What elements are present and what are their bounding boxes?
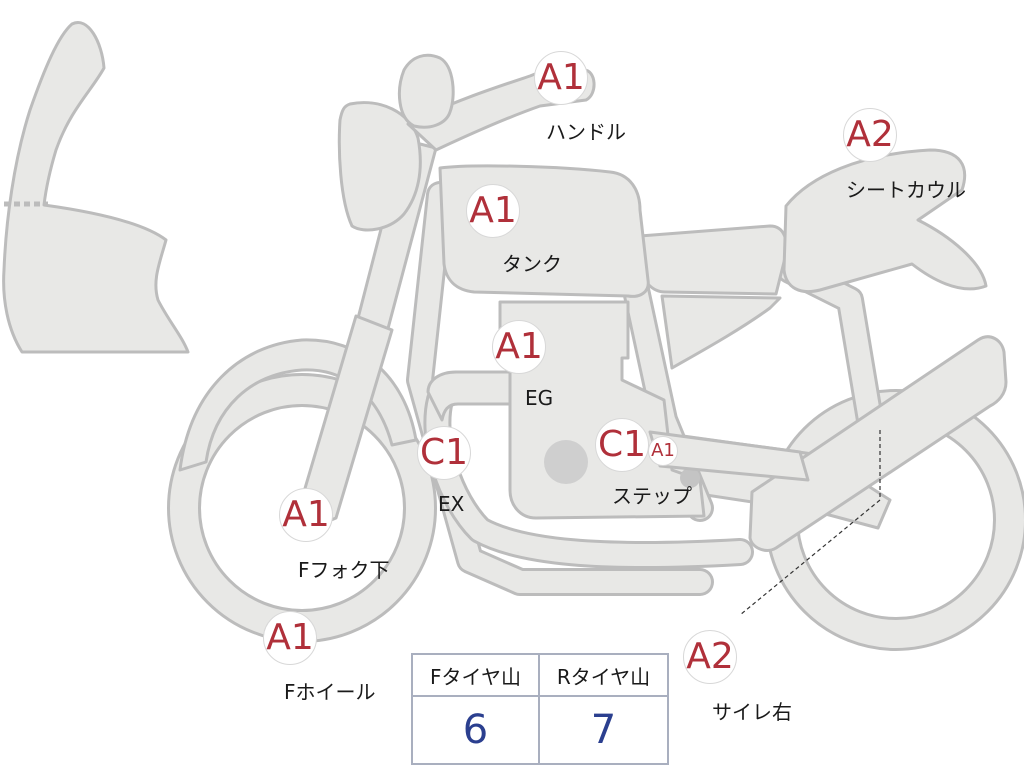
engine-cover: [544, 440, 588, 484]
rear-tread-header: Rタイヤ山: [540, 655, 667, 697]
front-fork-lower-grade-badge: A1: [279, 488, 333, 542]
tank-label: タンク: [502, 252, 562, 276]
exhaust-grade-badge: C1: [417, 426, 471, 480]
silencer-shape: [748, 335, 1008, 552]
silencer-right-grade-badge: A2: [683, 630, 737, 684]
front-tread-header: Fタイヤ山: [413, 655, 540, 697]
step-peg: [680, 468, 700, 488]
exhaust-label: EX: [438, 492, 465, 516]
front-tread-value: 6: [413, 697, 540, 763]
seat-cowl-shape: [782, 148, 988, 294]
tank-grade-badge: A1: [466, 184, 520, 238]
mirror-shape: [397, 53, 455, 129]
engine-label: EG: [525, 386, 554, 410]
front-fork-lower-label: Fフォク下: [298, 558, 390, 582]
seat-shape: [638, 224, 788, 296]
front-wheel-grade-badge: A1: [263, 611, 317, 665]
silencer-leader-line: [739, 430, 881, 616]
step-label: ステップ: [612, 484, 692, 508]
front-cowl-shape: [2, 21, 190, 354]
handle-label: ハンドル: [546, 120, 626, 144]
engine-grade-badge: A1: [492, 320, 546, 374]
seat-cowl-label: シートカウル: [846, 178, 966, 202]
seat-cowl-grade-badge: A2: [843, 108, 897, 162]
front-wheel-label: Fホイール: [284, 680, 376, 704]
step-extra-grade-badge: A1: [648, 436, 678, 466]
exhaust-header-shape: [426, 370, 522, 422]
step-grade-badge: C1: [595, 418, 649, 472]
side-cover-shape: [660, 294, 782, 370]
silencer-right-label: サイレ右: [712, 700, 792, 724]
tire-tread-table: Fタイヤ山 Rタイヤ山 6 7: [411, 653, 669, 765]
rear-tread-value: 7: [590, 707, 617, 753]
handle-grade-badge: A1: [534, 51, 588, 105]
